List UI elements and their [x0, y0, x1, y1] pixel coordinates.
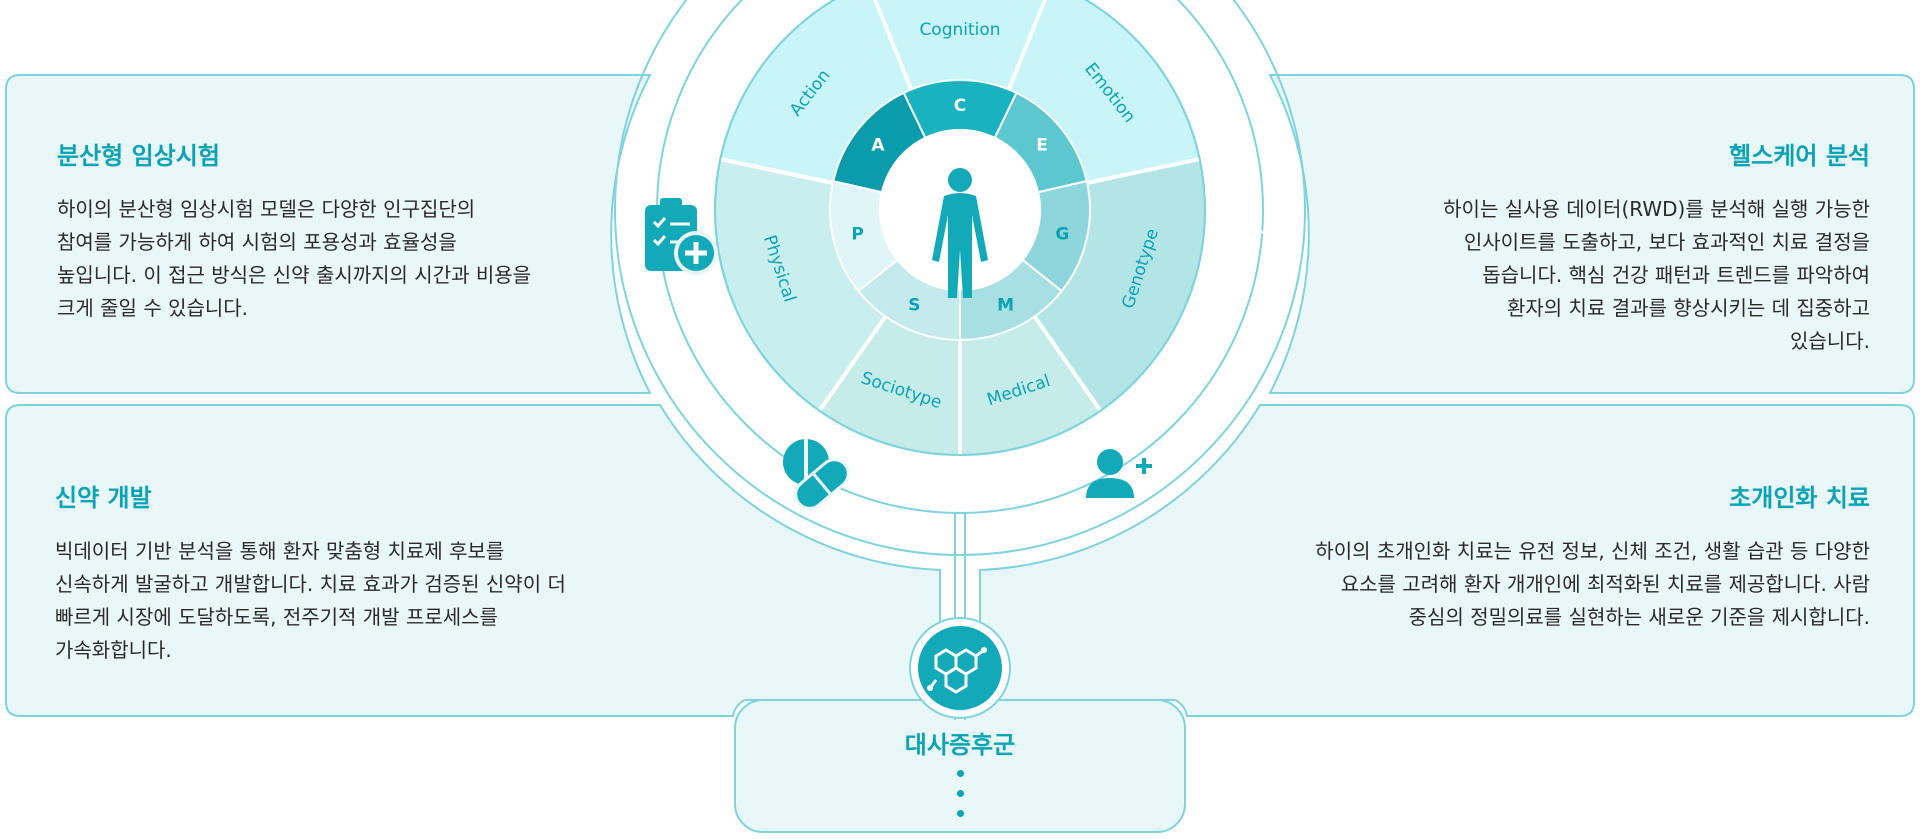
human-figure-icon	[932, 168, 988, 298]
wheel-divider	[872, 0, 914, 91]
wheel-divider	[817, 315, 888, 412]
panel-line: 높입니다. 이 접근 방식은 신약 출시까지의 시간과 비용을	[57, 263, 532, 287]
wheel-inner-letter: P	[851, 224, 863, 244]
panel-body-top-left: 하이의 분산형 임상시험 모델은 다양한 인구집단의 참여를 가능하게 하여 시…	[57, 193, 617, 325]
panel-line: 환자의 치료 결과를 향상시키는 데 집중하고	[1507, 296, 1870, 320]
panel-bottom-right-shape	[979, 404, 1915, 717]
panel-line: 크게 줄일 수 있습니다.	[57, 296, 249, 320]
wheel-inner-letter: C	[954, 96, 966, 116]
panel-line: 빠르게 시장에 도달하도록, 전주기적 개발 프로세스를	[55, 605, 498, 629]
wheel-divider	[1006, 0, 1048, 91]
heart-pulse-icon	[1226, 222, 1274, 248]
panel-line: 요소를 고려해 환자 개개인에 최적화된 치료를 제공합니다. 사람	[1340, 572, 1870, 596]
panel-title-top-left: 분산형 임상시험	[57, 142, 220, 170]
panel-title-bottom-left: 신약 개발	[55, 484, 152, 512]
panel-bottom-right: 초개인화 치료 하이의 초개인화 치료는 유전 정보, 신체 조건, 생활 습관…	[1240, 478, 1870, 634]
ellipsis-dot	[957, 790, 964, 797]
wheel-inner-letter: S	[908, 296, 920, 316]
ellipsis-dot	[957, 810, 964, 817]
panel-shapes	[5, 74, 1915, 833]
wheel-divider	[1032, 315, 1103, 412]
panel-line: 가속화합니다.	[55, 638, 172, 662]
panel-line: 신속하게 발굴하고 개발합니다. 치료 효과가 검증된 신약이 더	[55, 572, 566, 596]
wheel-inner-letter: G	[1055, 224, 1069, 244]
wheel-outer-label: Cognition	[919, 20, 1000, 40]
ellipsis-dot	[957, 770, 964, 777]
panel-line: 참여를 가능하게 하여 시험의 포용성과 효율성을	[57, 230, 457, 254]
wheel-divider	[719, 157, 834, 185]
wheel-outer-ring	[714, 0, 1206, 456]
add-user-icon	[1086, 449, 1152, 498]
panel-body-bottom-left: 빅데이터 기반 분석을 통해 환자 맞춤형 치료제 후보를 신속하게 발굴하고 …	[55, 535, 655, 667]
panel-bottom-left: 신약 개발 빅데이터 기반 분석을 통해 환자 맞춤형 치료제 후보를 신속하게…	[55, 478, 655, 667]
phenotype-wheel: CEGMSPACognitionEmotionGenotypeMedicalSo…	[714, 0, 1207, 456]
panel-line: 있습니다.	[1790, 329, 1870, 353]
wheel-inner-letter: E	[1036, 136, 1048, 156]
panel-line: 하이의 분산형 임상시험 모델은 다양한 인구집단의	[57, 197, 476, 221]
wheel-inner-letter: A	[871, 136, 885, 156]
panel-line: 빅데이터 기반 분석을 통해 환자 맞춤형 치료제 후보를	[55, 539, 505, 563]
panel-line: 인사이트를 도출하고, 보다 효과적인 치료 결정을	[1463, 230, 1870, 254]
clipboard-medical-icon	[645, 198, 718, 275]
panel-line: 중심의 정밀의료를 실현하는 새로운 기준을 제시합니다.	[1408, 605, 1870, 629]
panel-title-bottom-center: 대사증후군	[904, 731, 1016, 759]
panel-line: 하이는 실사용 데이터(RWD)를 분석해 실행 가능한	[1443, 197, 1870, 221]
panel-line: 하이의 초개인화 치료는 유전 정보, 신체 조건, 생활 습관 등 다양한	[1315, 539, 1870, 563]
panel-body-bottom-right: 하이의 초개인화 치료는 유전 정보, 신체 조건, 생활 습관 등 다양한 요…	[1240, 535, 1870, 634]
panel-bottom-left-shape	[5, 404, 941, 717]
panel-title-bottom-right: 초개인화 치료	[1729, 484, 1870, 512]
molecule-icon	[909, 617, 1011, 719]
panel-body-top-right: 하이는 실사용 데이터(RWD)를 분석해 실행 가능한 인사이트를 도출하고,…	[1310, 193, 1870, 358]
panel-top-left: 분산형 임상시험 하이의 분산형 임상시험 모델은 다양한 인구집단의 참여를 …	[57, 136, 617, 325]
wheel-inner-letter: M	[997, 296, 1014, 316]
panel-top-right: 헬스케어 분석 하이는 실사용 데이터(RWD)를 분석해 실행 가능한 인사이…	[1310, 136, 1870, 358]
panel-title-top-right: 헬스케어 분석	[1729, 142, 1870, 170]
panel-line: 돕습니다. 핵심 건강 패턴과 트렌드를 파악하여	[1482, 263, 1870, 287]
pills-icon	[783, 439, 850, 510]
wheel-divider	[1086, 157, 1201, 185]
